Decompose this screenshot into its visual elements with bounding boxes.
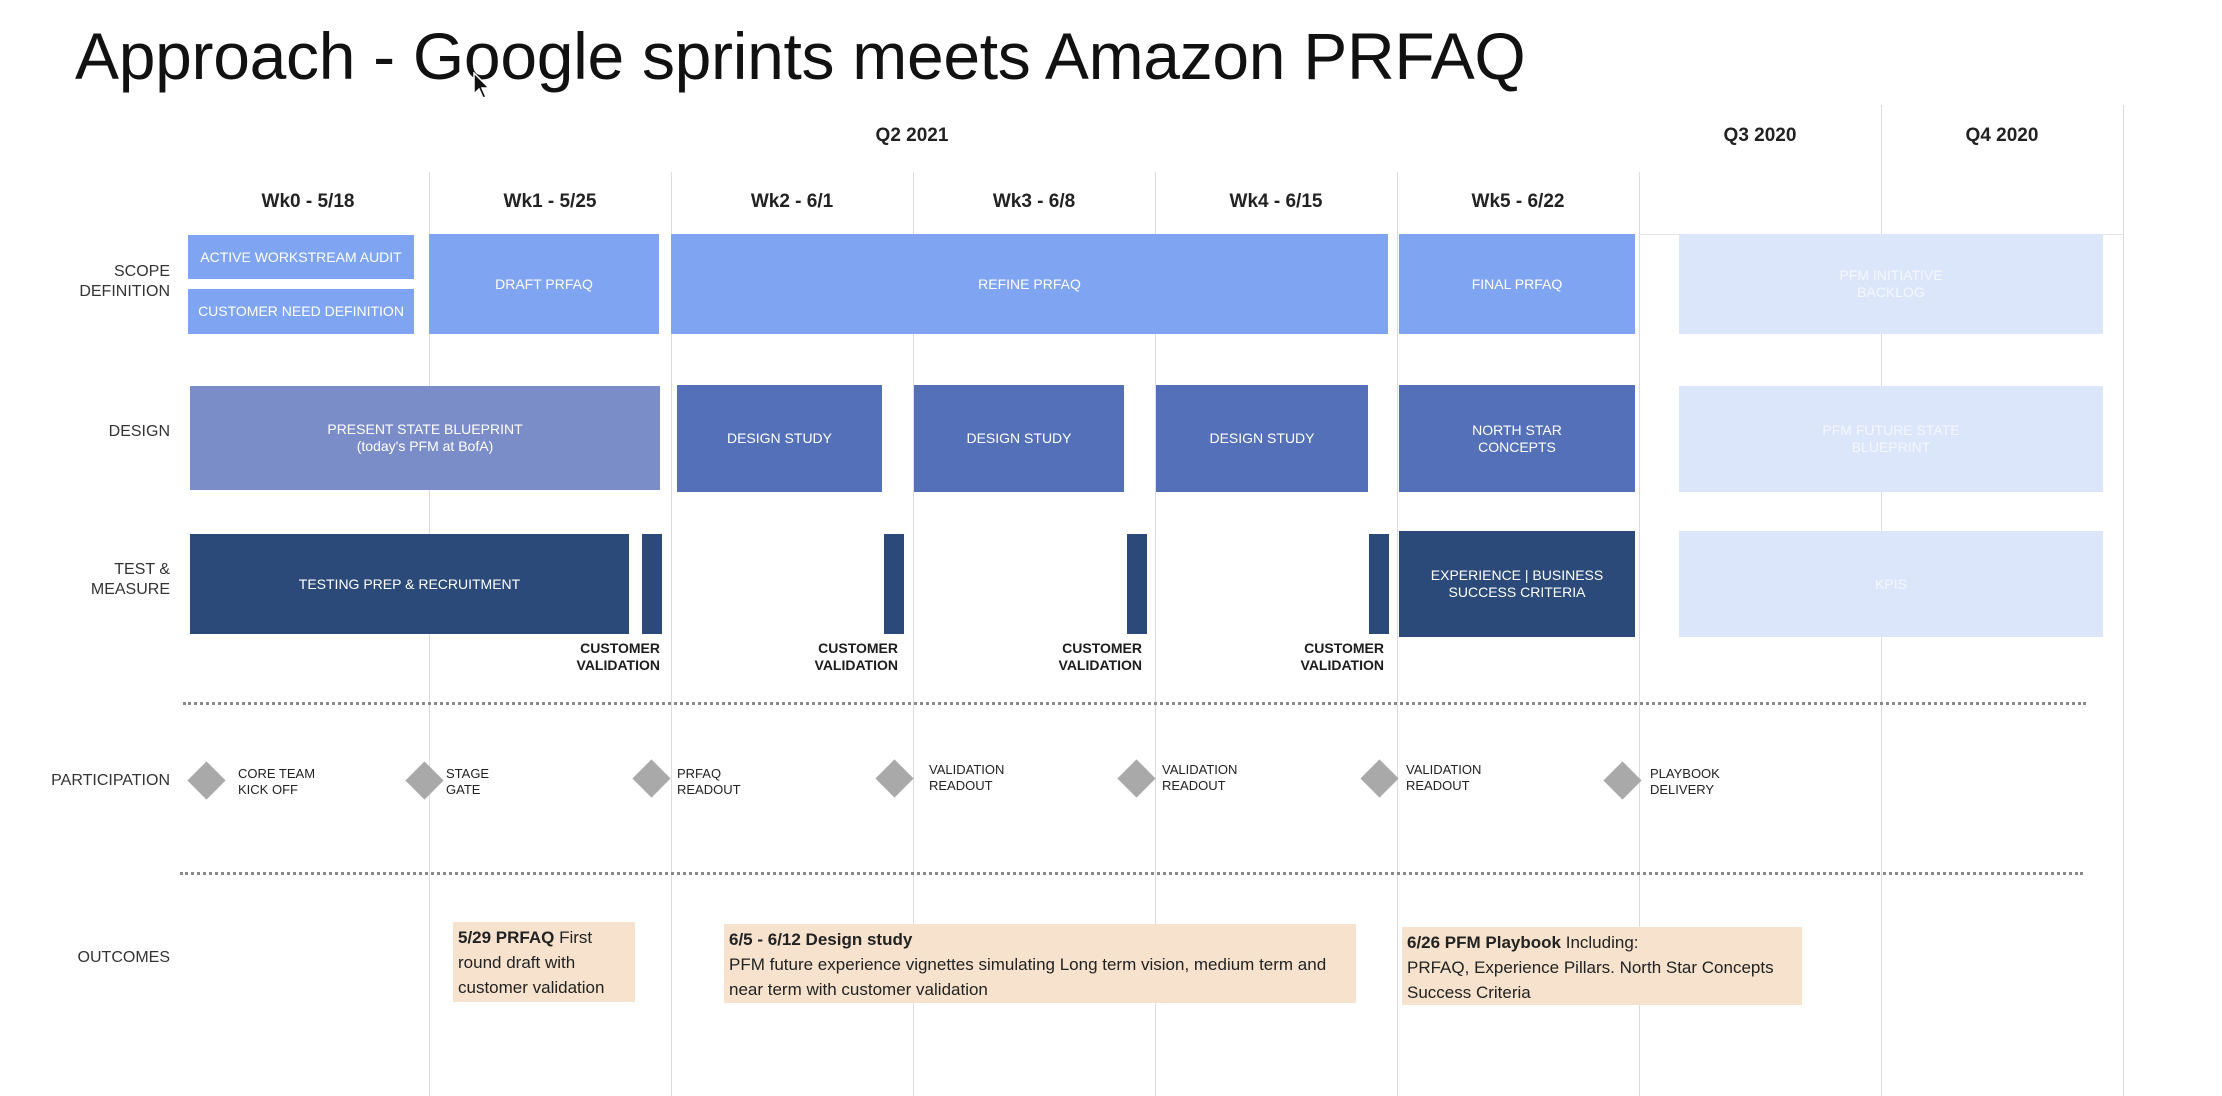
kpis-bar[interactable]: KPIS bbox=[1679, 531, 2103, 637]
outcome-playbook-text: PRFAQ, Experience Pillars. North Star Co… bbox=[1407, 958, 1774, 1002]
customer-need-definition-bar[interactable]: CUSTOMER NEED DEFINITION bbox=[188, 289, 414, 334]
final-prfaq-bar[interactable]: FINAL PRFAQ bbox=[1399, 234, 1635, 334]
outcome-playbook-heading: Including: bbox=[1561, 933, 1639, 952]
quarter-header-q2: Q2 2021 bbox=[875, 125, 949, 146]
pfm-initiative-backlog-bar[interactable]: PFM INITIATIVE BACKLOG bbox=[1679, 234, 2103, 334]
slide-title: Approach - Google sprints meets Amazon P… bbox=[75, 19, 1526, 93]
row-label-participation: PARTICIPATION bbox=[51, 772, 170, 789]
customer-validation-label: CUSTOMER VALIDATION bbox=[1300, 640, 1384, 673]
customer-validation-marker-bar[interactable] bbox=[884, 534, 904, 634]
week-header: Wk3 - 6/8 bbox=[992, 191, 1076, 212]
diamond-icon[interactable] bbox=[187, 761, 226, 800]
customer-validation-marker-bar[interactable] bbox=[642, 534, 662, 634]
success-criteria-bar[interactable]: EXPERIENCE | BUSINESS SUCCESS CRITERIA bbox=[1399, 531, 1635, 637]
testing-prep-recruitment-bar[interactable]: TESTING PREP & RECRUITMENT bbox=[190, 534, 629, 634]
customer-validation-label: CUSTOMER VALIDATION bbox=[576, 640, 660, 673]
outcome-playbook-box: 6/26 PFM Playbook Including: PRFAQ, Expe… bbox=[1402, 927, 1802, 1005]
week-header: Wk0 - 5/18 bbox=[261, 191, 355, 212]
north-star-concepts-bar[interactable]: NORTH STAR CONCEPTS bbox=[1399, 385, 1635, 492]
milestone-label: VALIDATION READOUT bbox=[1162, 762, 1238, 793]
milestone-label: PLAYBOOK DELIVERY bbox=[1650, 766, 1720, 797]
draft-prfaq-bar[interactable]: DRAFT PRFAQ bbox=[429, 234, 659, 334]
design-study-bar[interactable]: DESIGN STUDY bbox=[677, 385, 882, 492]
diamond-icon[interactable] bbox=[875, 759, 914, 798]
week-header: Wk2 - 6/1 bbox=[750, 191, 834, 212]
quarter-header-q4: Q4 2020 bbox=[1965, 125, 2039, 146]
week-header: Wk1 - 5/25 bbox=[503, 191, 597, 212]
design-study-bar[interactable]: DESIGN STUDY bbox=[914, 385, 1124, 492]
outcome-design-study-date: 6/5 - 6/12 Design study bbox=[729, 930, 913, 949]
milestone-label: VALIDATION READOUT bbox=[1406, 762, 1482, 793]
pfm-future-state-blueprint-bar[interactable]: PFM FUTURE STATE BLUEPRINT bbox=[1679, 386, 2103, 492]
section-divider bbox=[183, 702, 2086, 705]
outcome-prfaq-box: 5/29 PRFAQ First round draft with custom… bbox=[453, 922, 635, 1002]
row-label-scope: SCOPE DEFINITION bbox=[79, 263, 170, 300]
customer-validation-label: CUSTOMER VALIDATION bbox=[1058, 640, 1142, 673]
present-state-blueprint-bar[interactable]: PRESENT STATE BLUEPRINT (today's PFM at … bbox=[190, 386, 660, 490]
outcome-prfaq-text: First round draft with customer validati… bbox=[458, 928, 605, 997]
diamond-icon[interactable] bbox=[405, 761, 444, 800]
outcome-design-study-text: PFM future experience vignettes simulati… bbox=[729, 955, 1327, 999]
milestone-label: PRFAQ READOUT bbox=[677, 766, 741, 797]
design-study-bar[interactable]: DESIGN STUDY bbox=[1156, 385, 1368, 492]
outcome-prfaq-date: 5/29 PRFAQ bbox=[458, 928, 555, 947]
customer-validation-label: CUSTOMER VALIDATION bbox=[814, 640, 898, 673]
milestone-label: STAGE GATE bbox=[446, 766, 490, 797]
milestone-label: VALIDATION READOUT bbox=[929, 762, 1005, 793]
customer-validation-marker-bar[interactable] bbox=[1127, 534, 1147, 634]
section-divider bbox=[180, 872, 2083, 875]
week-header: Wk4 - 6/15 bbox=[1229, 191, 1323, 212]
diamond-icon[interactable] bbox=[632, 759, 671, 798]
row-label-test: TEST & MEASURE bbox=[90, 561, 170, 598]
week-header: Wk5 - 6/22 bbox=[1471, 191, 1565, 212]
customer-validation-marker-bar[interactable] bbox=[1369, 534, 1389, 634]
active-workstream-audit-bar[interactable]: ACTIVE WORKSTREAM AUDIT bbox=[188, 235, 414, 279]
diamond-icon[interactable] bbox=[1117, 759, 1156, 798]
quarter-header-q3: Q3 2020 bbox=[1723, 125, 1797, 146]
diamond-icon[interactable] bbox=[1603, 761, 1642, 800]
mouse-pointer-icon bbox=[473, 72, 491, 99]
row-label-outcomes: OUTCOMES bbox=[77, 949, 170, 966]
row-label-design: DESIGN bbox=[108, 423, 170, 440]
refine-prfaq-bar[interactable]: REFINE PRFAQ bbox=[671, 234, 1388, 334]
milestone-label: CORE TEAM KICK OFF bbox=[238, 766, 316, 797]
diamond-icon[interactable] bbox=[1360, 759, 1399, 798]
outcome-playbook-date: 6/26 PFM Playbook bbox=[1407, 933, 1561, 952]
